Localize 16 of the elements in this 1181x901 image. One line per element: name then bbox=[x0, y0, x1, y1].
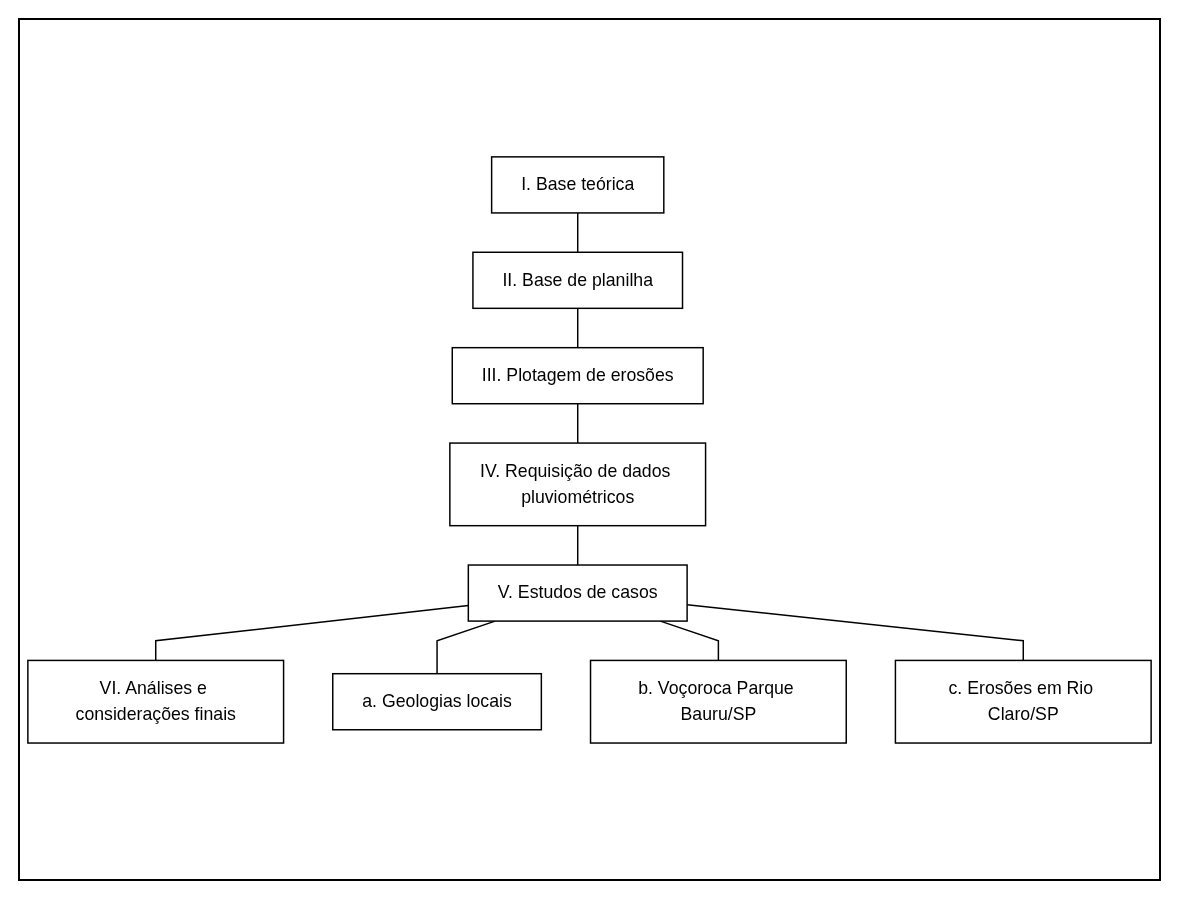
connector bbox=[577, 211, 579, 253]
node-box bbox=[332, 672, 543, 731]
connector bbox=[577, 307, 579, 348]
node-box bbox=[467, 563, 688, 622]
connector bbox=[577, 524, 579, 566]
node-box bbox=[449, 441, 707, 526]
connector bbox=[577, 402, 579, 444]
connector bbox=[659, 619, 720, 661]
node-box bbox=[490, 155, 665, 214]
node-box bbox=[472, 251, 684, 309]
node-box bbox=[589, 659, 847, 744]
diagram-frame: I. Base teórica II. Base de planilha III. Plotagem de erosões IV. Requisição de dados pluviométricos V. Estudos de casos VI. Análises e considerações finais a. Geologias locais b. Voçoroca Parque Bauru/SP c. Erosões em Rio Claro/SP bbox=[18, 18, 1161, 881]
node-box bbox=[27, 659, 285, 744]
node-box bbox=[894, 659, 1152, 744]
connector bbox=[436, 619, 496, 674]
node-box bbox=[451, 346, 704, 404]
